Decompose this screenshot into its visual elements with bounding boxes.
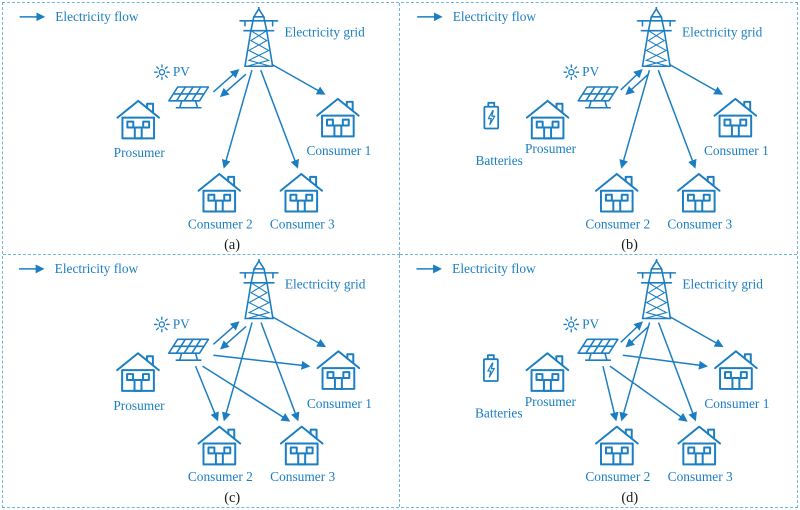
consumer1-house-icon: [316, 97, 360, 138]
pv-label: PV: [173, 316, 190, 331]
consumer2-house-icon: [595, 425, 639, 466]
prosumer-house-icon: [116, 99, 160, 140]
consumer2-house-icon: [197, 172, 242, 213]
arrow-grid-to-prosumer: [625, 325, 650, 348]
panel-c-caption: (c): [224, 490, 240, 506]
prosumer-label: Prosumer: [525, 394, 577, 409]
arrow-grid-to-prosumer: [219, 73, 247, 98]
arrow-grid-to-consumer1: [668, 63, 724, 95]
sun-icon: [153, 316, 170, 333]
consumer2-label: Consumer 2: [585, 469, 650, 484]
consumer1-house-icon: [713, 97, 758, 138]
prosumer-label: Prosumer: [113, 398, 165, 413]
panel-a: Electricity flow Electricity grid PV Pro…: [3, 3, 400, 255]
pv-panel-icon: [168, 86, 210, 109]
consumer2-label: Consumer 2: [188, 469, 253, 484]
consumer1-label: Consumer 1: [307, 396, 372, 411]
sun-icon: [563, 316, 580, 333]
consumer1-label: Consumer 1: [704, 396, 769, 411]
panel-d-caption: (d): [621, 490, 638, 506]
prosumer-house-icon: [116, 352, 160, 392]
legend-label: Electricity flow: [452, 261, 536, 276]
consumer1-label: Consumer 1: [704, 143, 769, 158]
pv-label: PV: [582, 64, 599, 79]
electricity-grid-icon: [636, 6, 676, 68]
pv-label: PV: [582, 316, 599, 331]
electricity-grid-icon: [636, 258, 677, 320]
arrow-prosumer-to-consumer3: [202, 365, 291, 422]
pv-label: PV: [173, 64, 190, 79]
arrow-prosumer-to-consumer2: [194, 365, 219, 422]
panel-c: Electricity flow Electricity grid PV Pro…: [3, 255, 400, 507]
consumer3-house-icon: [279, 172, 324, 213]
pv-panel-icon: [167, 338, 210, 361]
arrow-prosumer-to-consumer3: [609, 365, 688, 422]
panel-a-caption: (a): [224, 237, 240, 253]
electricity-grid-label: Electricity grid: [285, 277, 366, 292]
consumer3-label: Consumer 3: [668, 469, 733, 484]
arrow-prosumer-to-consumer1: [213, 354, 311, 370]
panel-d: Electricity flow Electricity grid Batter…: [400, 255, 797, 507]
electricity-grid-label: Electricity grid: [682, 277, 763, 292]
arrow-grid-to-consumer2: [619, 322, 651, 422]
batteries-label: Batteries: [475, 153, 522, 168]
pv-panel-icon: [577, 338, 619, 361]
arrow-prosumer-to-grid: [212, 321, 240, 345]
electricity-grid-label: Electricity grid: [682, 25, 763, 40]
pv-panel-icon: [577, 86, 619, 109]
arrow-prosumer-to-grid: [620, 68, 643, 91]
electricity-grid-icon: [239, 258, 279, 320]
electricity-grid-icon: [239, 6, 279, 68]
batteries-label: Batteries: [475, 406, 523, 421]
arrow-grid-to-consumer3: [657, 322, 697, 422]
consumer3-house-icon: [677, 425, 722, 466]
consumer2-house-icon: [595, 172, 639, 213]
panel-b: Electricity flow Electricity grid Batter…: [400, 3, 797, 255]
prosumer-house-icon: [525, 99, 570, 140]
consumer2-label: Consumer 2: [585, 216, 650, 231]
battery-icon: [483, 101, 500, 130]
flow-arrows: [212, 63, 326, 169]
legend-label: Electricity flow: [453, 9, 537, 24]
arrow-prosumer-to-grid: [620, 321, 643, 343]
arrow-grid-to-consumer2: [221, 69, 253, 169]
prosumer-house-icon: [525, 352, 570, 392]
consumer3-label: Consumer 3: [667, 216, 732, 231]
consumer3-house-icon: [279, 425, 324, 466]
arrow-prosumer-to-consumer2: [602, 365, 619, 422]
consumer2-label: Consumer 2: [188, 216, 253, 231]
arrow-grid-to-consumer2: [619, 69, 651, 169]
consumer1-label: Consumer 1: [306, 143, 371, 158]
arrow-grid-to-consumer3: [657, 69, 697, 169]
prosumer-label: Prosumer: [114, 145, 166, 160]
sun-icon: [154, 64, 170, 81]
sun-icon: [563, 64, 580, 81]
flow-arrows: [194, 315, 327, 422]
consumer3-label: Consumer 3: [270, 469, 335, 484]
arrow-grid-to-consumer3: [260, 69, 299, 169]
consumer1-house-icon: [714, 350, 758, 390]
flow-arrows: [602, 315, 724, 422]
legend-label: Electricity flow: [55, 9, 139, 24]
arrow-grid-to-consumer1: [669, 315, 724, 348]
arrow-grid-to-consumer1: [271, 315, 327, 348]
panel-b-caption: (b): [621, 237, 638, 253]
arrow-grid-to-consumer3: [260, 322, 300, 422]
battery-icon: [483, 354, 499, 382]
arrow-grid-to-prosumer: [219, 325, 247, 350]
consumer2-house-icon: [197, 425, 242, 466]
arrow-prosumer-to-grid: [212, 69, 240, 93]
consumer3-label: Consumer 3: [270, 216, 335, 231]
arrow-grid-to-prosumer: [625, 73, 649, 96]
flow-arrows: [619, 63, 724, 169]
prosumer-label: Prosumer: [525, 141, 577, 156]
consumer1-house-icon: [316, 350, 361, 390]
consumer3-house-icon: [677, 172, 721, 213]
arrow-grid-to-consumer2: [221, 322, 253, 422]
arrow-grid-to-consumer1: [271, 63, 326, 95]
electricity-grid-label: Electricity grid: [285, 25, 366, 40]
legend-label: Electricity flow: [55, 261, 139, 276]
arrow-prosumer-to-consumer1: [622, 354, 708, 370]
